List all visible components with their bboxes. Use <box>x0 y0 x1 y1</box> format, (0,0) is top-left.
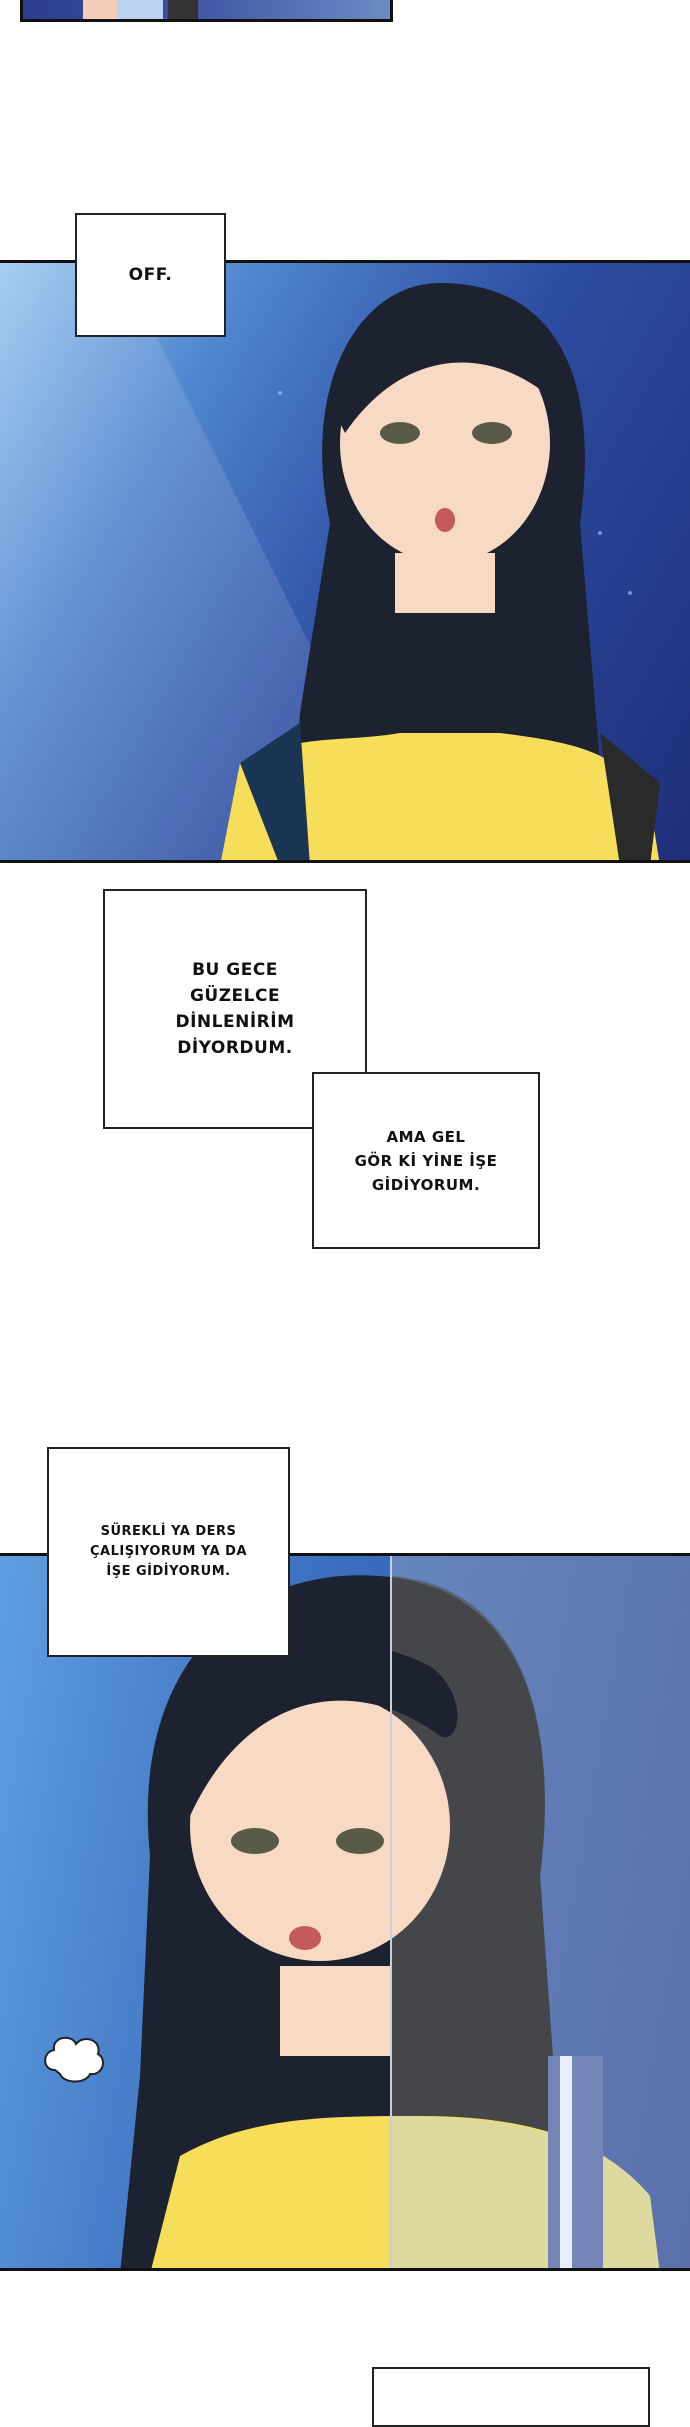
girl-illustration <box>0 263 660 860</box>
caption-box-off: OFF. <box>75 213 226 337</box>
sigh-puff-icon <box>40 2030 110 2085</box>
caption-box-next <box>372 2367 650 2427</box>
caption-box-joint-cover <box>314 1074 365 1127</box>
comic-panel-tired-girl <box>0 260 690 863</box>
character-partial-illustration <box>83 0 198 19</box>
girl-reflection-illustration <box>120 1556 690 2268</box>
caption-box-always: SÜREKLİ YA DERS ÇALIŞIYORUM YA DA İŞE Gİ… <box>47 1447 290 1657</box>
comic-panel-glass-reflection <box>0 1553 690 2271</box>
comic-panel-top-partial <box>20 0 393 22</box>
